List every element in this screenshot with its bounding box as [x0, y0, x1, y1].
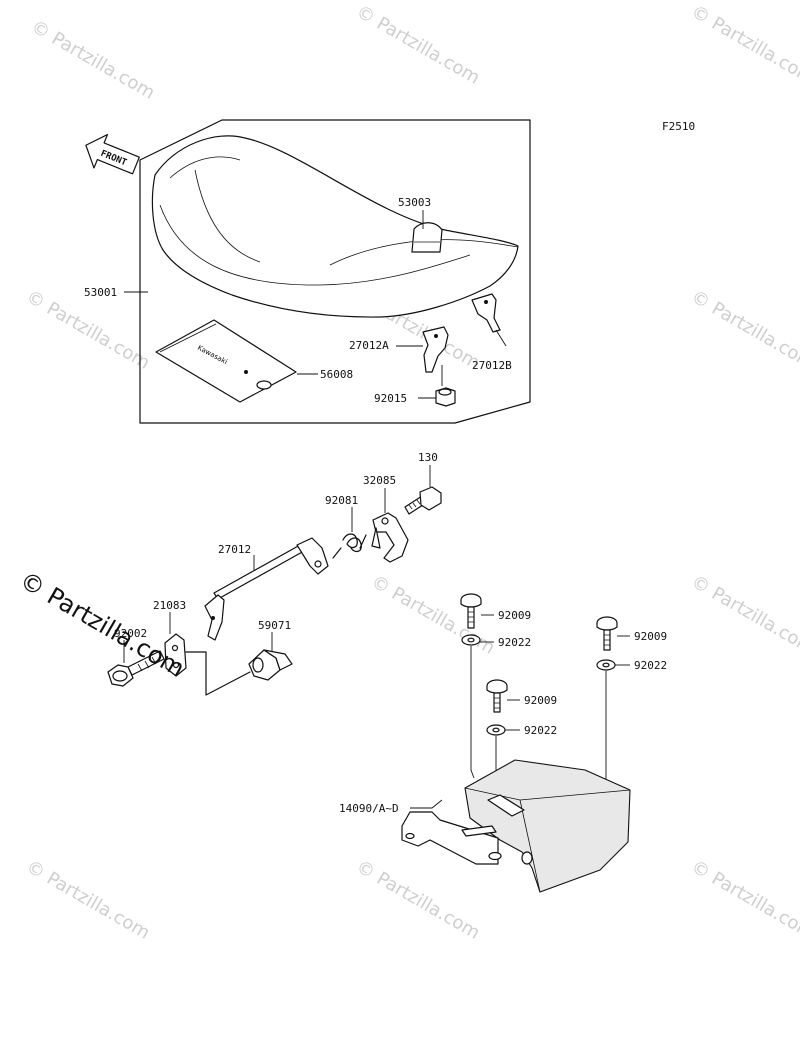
clip-part-53003 — [411, 222, 443, 253]
label-21083: 21083 — [153, 599, 186, 612]
label-27012B: 27012B — [472, 359, 512, 372]
watermark: © Partzilla.com — [353, 1, 484, 89]
label-56008: 56008 — [320, 368, 353, 381]
bracket-part-27012A — [422, 326, 449, 386]
label-92022c: 92022 — [634, 659, 667, 672]
label-53003: 53003 — [398, 196, 431, 209]
bolt-part-130 — [404, 486, 442, 515]
watermark: © Partzilla.com — [28, 16, 159, 104]
bracket-cover-part-14090 — [401, 759, 631, 893]
front-arrow-icon: FRONT — [85, 133, 140, 175]
spring-part-92081 — [332, 533, 367, 559]
bolt-part-92002 — [107, 650, 165, 687]
watermark: © Partzilla.com — [353, 856, 484, 944]
screw-part-92009c — [596, 616, 618, 651]
screw-part-92009a — [460, 593, 482, 629]
screw-part-92009b — [486, 679, 508, 713]
watermark-layer: © Partzilla.com © Partzilla.com © Partzi… — [23, 1, 800, 944]
label-27012A: 27012A — [349, 339, 389, 352]
bracket-part-27012B — [471, 293, 501, 333]
watermark-overlay: © Partzilla.com — [15, 566, 189, 683]
seat-part-53001 — [151, 135, 519, 318]
plate-part-21083 — [164, 633, 187, 677]
washer-part-92022a — [461, 634, 481, 646]
watermark: © Partzilla.com — [688, 571, 800, 659]
label-92009b: 92009 — [524, 694, 557, 707]
label-92002: 92002 — [114, 627, 147, 640]
nut-part-92015 — [435, 387, 456, 407]
cable-line — [185, 651, 251, 696]
hook-part-32085 — [371, 512, 409, 563]
figure-code: F2510 — [662, 120, 695, 133]
label-92081: 92081 — [325, 494, 358, 507]
seat-assembly-box — [139, 119, 531, 424]
label-53001: 53001 — [84, 286, 117, 299]
watermark: © Partzilla.com — [23, 856, 154, 944]
watermark: © Partzilla.com — [688, 286, 800, 374]
watermark: © Partzilla.com — [688, 856, 800, 944]
label-59071: 59071 — [258, 619, 291, 632]
label-92015: 92015 — [374, 392, 407, 405]
label-32085: 32085 — [363, 474, 396, 487]
label-27012: 27012 — [218, 543, 251, 556]
washer-part-92022b — [486, 724, 506, 736]
label-92009a: 92009 — [498, 609, 531, 622]
label-92022a: 92022 — [498, 636, 531, 649]
cable-end-part-59071 — [248, 649, 293, 681]
pouch-part-56008: Kawasaki — [155, 319, 297, 403]
watermark: © Partzilla.com — [23, 286, 154, 374]
label-130: 130 — [418, 451, 438, 464]
rod-part-27012 — [204, 537, 329, 641]
watermark: © Partzilla.com — [688, 1, 800, 89]
label-92009c: 92009 — [634, 630, 667, 643]
washer-part-92022c — [596, 659, 616, 671]
label-14090: 14090/A~D — [339, 802, 399, 815]
watermark: © Partzilla.com — [368, 571, 499, 659]
label-92022b: 92022 — [524, 724, 557, 737]
